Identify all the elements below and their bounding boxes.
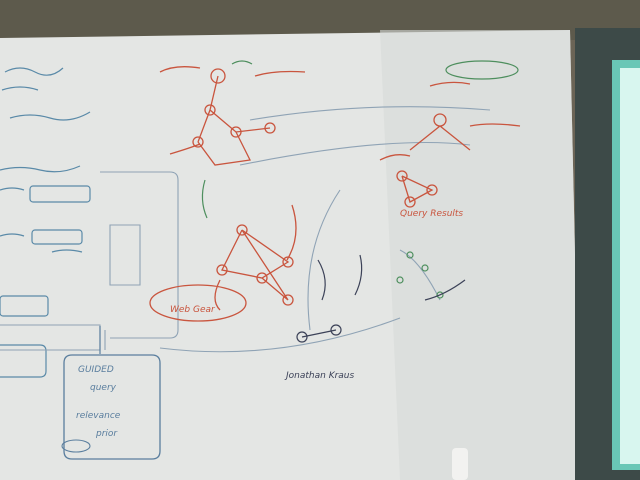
guided-bubble [61,439,91,453]
guided-label: GUIDED [78,365,114,375]
monitor-glow [620,68,640,464]
red-graph-center [149,204,297,322]
web-gear-label: Web Gear [170,305,216,315]
guided-query-box [63,354,161,460]
relevance-label: relevance [76,411,121,421]
board-shading [380,30,580,480]
connector-lines [0,106,491,353]
red-graph-right [379,81,521,208]
prior-label: prior [95,429,118,439]
query-results-label: Query Results [400,209,463,219]
bottom-caption: Jonathan Kraus [284,371,355,381]
green-notes [201,60,519,299]
blue-notes-left [0,67,91,378]
blue-graph-bottom [296,254,466,343]
red-graph-top [159,66,306,166]
query-label: query [90,383,117,393]
marker [452,448,468,480]
